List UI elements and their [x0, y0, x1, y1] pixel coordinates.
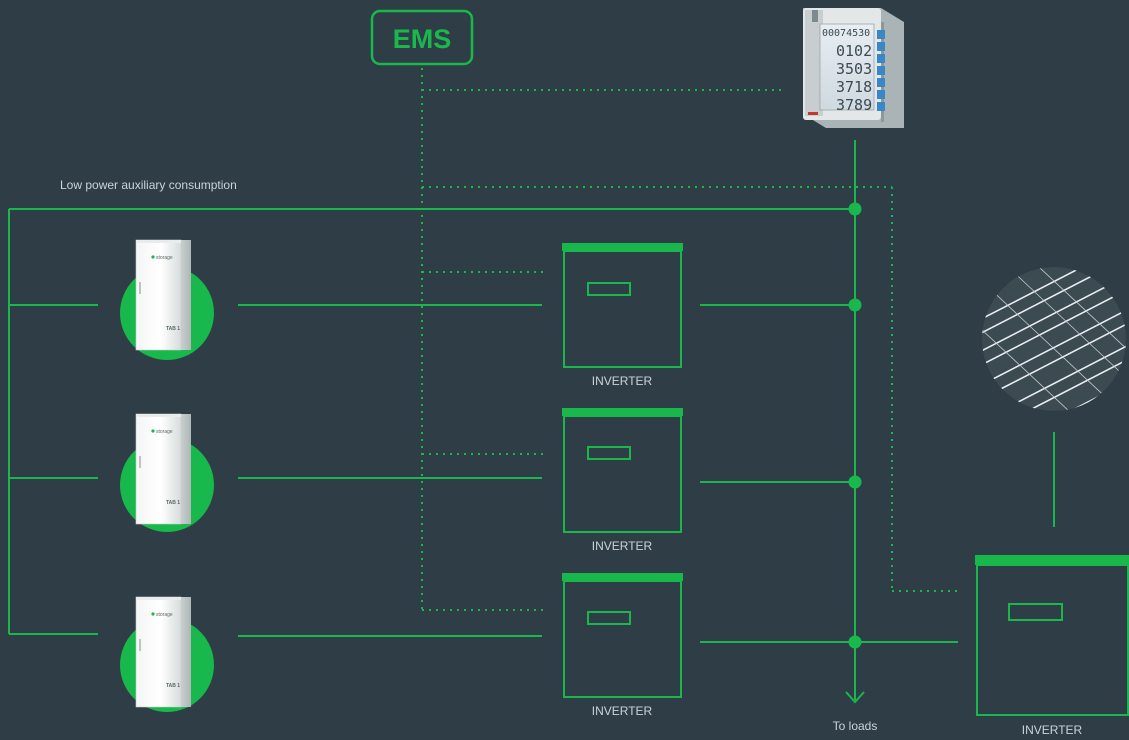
storage-cabinet — [135, 596, 182, 708]
junction-node — [848, 635, 862, 649]
inverter-1: INVERTER — [562, 243, 683, 388]
storage-brand-label: storage — [156, 255, 173, 261]
storage-brand-label: storage — [156, 429, 173, 435]
inverter-2: INVERTER — [562, 408, 683, 553]
inverter-label: INVERTER — [1022, 723, 1083, 737]
inverter-body — [563, 250, 682, 368]
meter-reading-3: 3503 — [836, 60, 872, 78]
meter-lcd — [819, 23, 875, 111]
junction-node — [848, 298, 862, 312]
inverter-body — [563, 415, 682, 533]
communication-lines — [421, 68, 958, 612]
meter-reading-1: 00074530 — [822, 28, 870, 39]
solar-panel-array — [982, 267, 1126, 411]
junction-node — [848, 202, 862, 216]
storage-brand-label: storage — [156, 612, 173, 618]
aux-consumption-label: Low power auxiliary consumption — [60, 178, 237, 192]
storage-model-label: TAB 1 — [166, 500, 180, 506]
pv-inverter: INVERTER — [975, 555, 1129, 737]
inverter-display — [587, 282, 631, 296]
inverter-display — [1008, 603, 1063, 621]
to-loads-arrow — [845, 691, 865, 704]
storage-model-label: TAB 1 — [166, 326, 180, 332]
storage-cabinet — [135, 413, 182, 525]
inverter-display — [587, 611, 631, 625]
inverter-body — [976, 564, 1129, 716]
inverter-body — [563, 580, 682, 698]
meter-reading-5: 3789 — [836, 96, 872, 114]
inverter-label: INVERTER — [592, 539, 653, 553]
storage-unit-2: storage TAB 1 — [120, 413, 214, 532]
storage-unit-3: storage TAB 1 — [120, 596, 214, 712]
bus-junctions — [848, 202, 862, 649]
storage-model-label: TAB 1 — [166, 683, 180, 689]
meter-reading-2: 0102 — [836, 42, 872, 60]
ems-box: EMS — [370, 9, 474, 66]
power-meter: 00074530 0102 3503 3718 3789 — [803, 8, 904, 128]
inverter-label: INVERTER — [592, 704, 653, 718]
inverter-display — [587, 446, 631, 460]
ems-label: EMS — [393, 24, 452, 54]
to-loads-label: To loads — [833, 719, 878, 733]
power-lines — [8, 140, 1055, 704]
inverter-3: INVERTER — [562, 573, 683, 718]
inverter-label: INVERTER — [592, 374, 653, 388]
meter-reading-4: 3718 — [836, 78, 872, 96]
storage-unit-1: storage TAB 1 — [120, 239, 214, 360]
junction-node — [848, 475, 862, 489]
